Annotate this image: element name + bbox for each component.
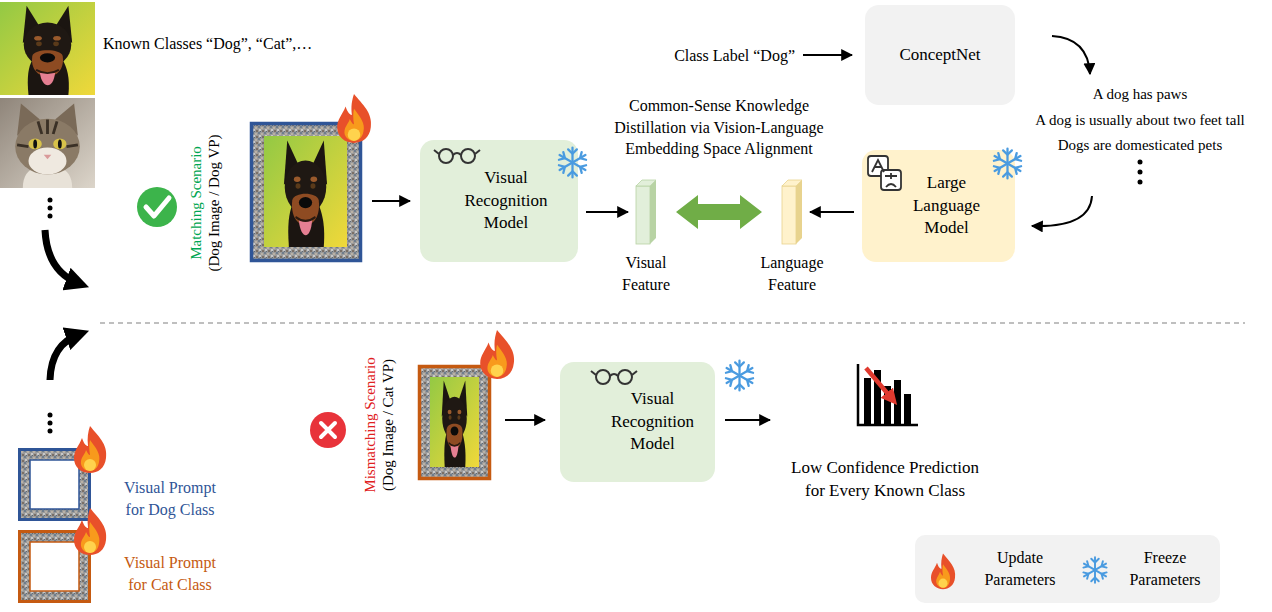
glasses-icon [434, 149, 480, 163]
legend-entry: Update Parameters [978, 547, 1062, 592]
label-holder: Mismatching Scenario [362, 357, 379, 492]
snowflake-icon [1082, 557, 1108, 583]
legend-panel: Update Parameters Freeze Parameters [915, 535, 1220, 603]
legend-label: Update Parameters [978, 547, 1062, 592]
prompted-image [420, 367, 490, 479]
alignment-arrow [676, 195, 762, 229]
dog-photo [0, 2, 95, 95]
label-holder: Matching Scenario [188, 146, 205, 260]
curved-arrow [1032, 196, 1092, 226]
feature-slab [782, 180, 802, 244]
snowflake-icon [724, 361, 754, 391]
box-label: Large Language Model [896, 172, 997, 241]
curved-arrow [45, 230, 80, 284]
feature-bar: Language Feature [782, 180, 802, 244]
note-label: Visual Prompt for Dog Class [118, 477, 222, 520]
snowflake-icon [557, 148, 587, 178]
flow-arrow [803, 54, 852, 56]
note-label: A dog has paws [1025, 84, 1255, 104]
label-holder: Visual Prompt for Cat Class [118, 552, 222, 595]
note-label: Known Classes “Dog”, “Cat”,… [103, 33, 373, 55]
note-label: A dog is usually about two feet tall [1025, 110, 1255, 130]
box-label: ConceptNet [899, 44, 980, 67]
legend-label: Freeze Parameters [1123, 547, 1207, 592]
legend-entry: Freeze Parameters [1123, 547, 1207, 592]
box-label: Visual Recognition Model [600, 388, 705, 457]
flame-icon [480, 330, 514, 379]
slab-top [636, 180, 656, 186]
slab-face [636, 186, 650, 244]
scenario-label: Matching Scenario [188, 146, 205, 260]
label-holder: (Dog Image / Dog VP) [206, 134, 223, 271]
feature-bar: Visual Feature [636, 180, 656, 244]
label-holder: Visual Prompt for Dog Class [118, 477, 222, 520]
label-holder: Dogs are domesticated pets [1025, 135, 1255, 155]
scenario-label: (Dog Image / Cat VP) [380, 359, 397, 491]
edge-label: Common-Sense Knowledge Distillation via … [599, 95, 839, 160]
flame-icon [931, 554, 955, 590]
label-holder: A dog is usually about two feet tall [1025, 110, 1255, 130]
curved-arrow [1052, 36, 1090, 74]
scenario-label: Mismatching Scenario [362, 357, 379, 492]
label-holder: Low Confidence Prediction for Every Know… [785, 457, 985, 503]
cat-photo [0, 98, 95, 188]
flame-icon [74, 508, 106, 555]
feature-slab [636, 180, 656, 244]
chart-icon [858, 364, 918, 425]
glasses-icon [591, 370, 637, 384]
box-label: Visual Recognition Model [450, 167, 562, 236]
label-holder: A dog has paws [1025, 84, 1255, 104]
edge-label-holder: Common-Sense Knowledge Distillation via … [599, 95, 839, 160]
note-label: Low Confidence Prediction for Every Know… [785, 457, 985, 503]
model-box: ConceptNet [865, 5, 1015, 105]
flame-icon [74, 426, 106, 473]
snowflake-icon [992, 149, 1022, 179]
flow-connector [810, 211, 854, 213]
model-box: Visual Recognition Model [560, 362, 715, 482]
note-label: Class Label “Dog” [595, 45, 795, 67]
flow-arrow [725, 419, 770, 421]
slab-side [650, 180, 656, 244]
model-box: Visual Recognition Model [420, 140, 578, 262]
label-holder: (Dog Image / Cat VP) [380, 359, 397, 491]
flow-arrow [372, 200, 410, 202]
slab-side [796, 180, 802, 244]
feature-label: Visual Feature [608, 252, 684, 295]
check-icon [137, 187, 177, 227]
note-label: Dogs are domesticated pets [1025, 135, 1255, 155]
slab-face [782, 186, 796, 244]
flow-connector [586, 211, 628, 213]
flame-icon [337, 94, 371, 143]
label-holder: Known Classes “Dog”, “Cat”,… [103, 33, 373, 55]
divider-line [100, 322, 1245, 324]
cross-icon [310, 412, 346, 448]
label-holder: Class Label “Dog” [595, 45, 795, 67]
scenario-label: (Dog Image / Dog VP) [206, 134, 223, 271]
flow-arrow [505, 419, 545, 421]
feature-label: Language Feature [752, 252, 832, 295]
note-label: Visual Prompt for Cat Class [118, 552, 222, 595]
curved-arrow [50, 334, 80, 380]
translate-icon [868, 156, 901, 190]
prompted-image [252, 124, 361, 261]
slab-top [782, 180, 802, 186]
